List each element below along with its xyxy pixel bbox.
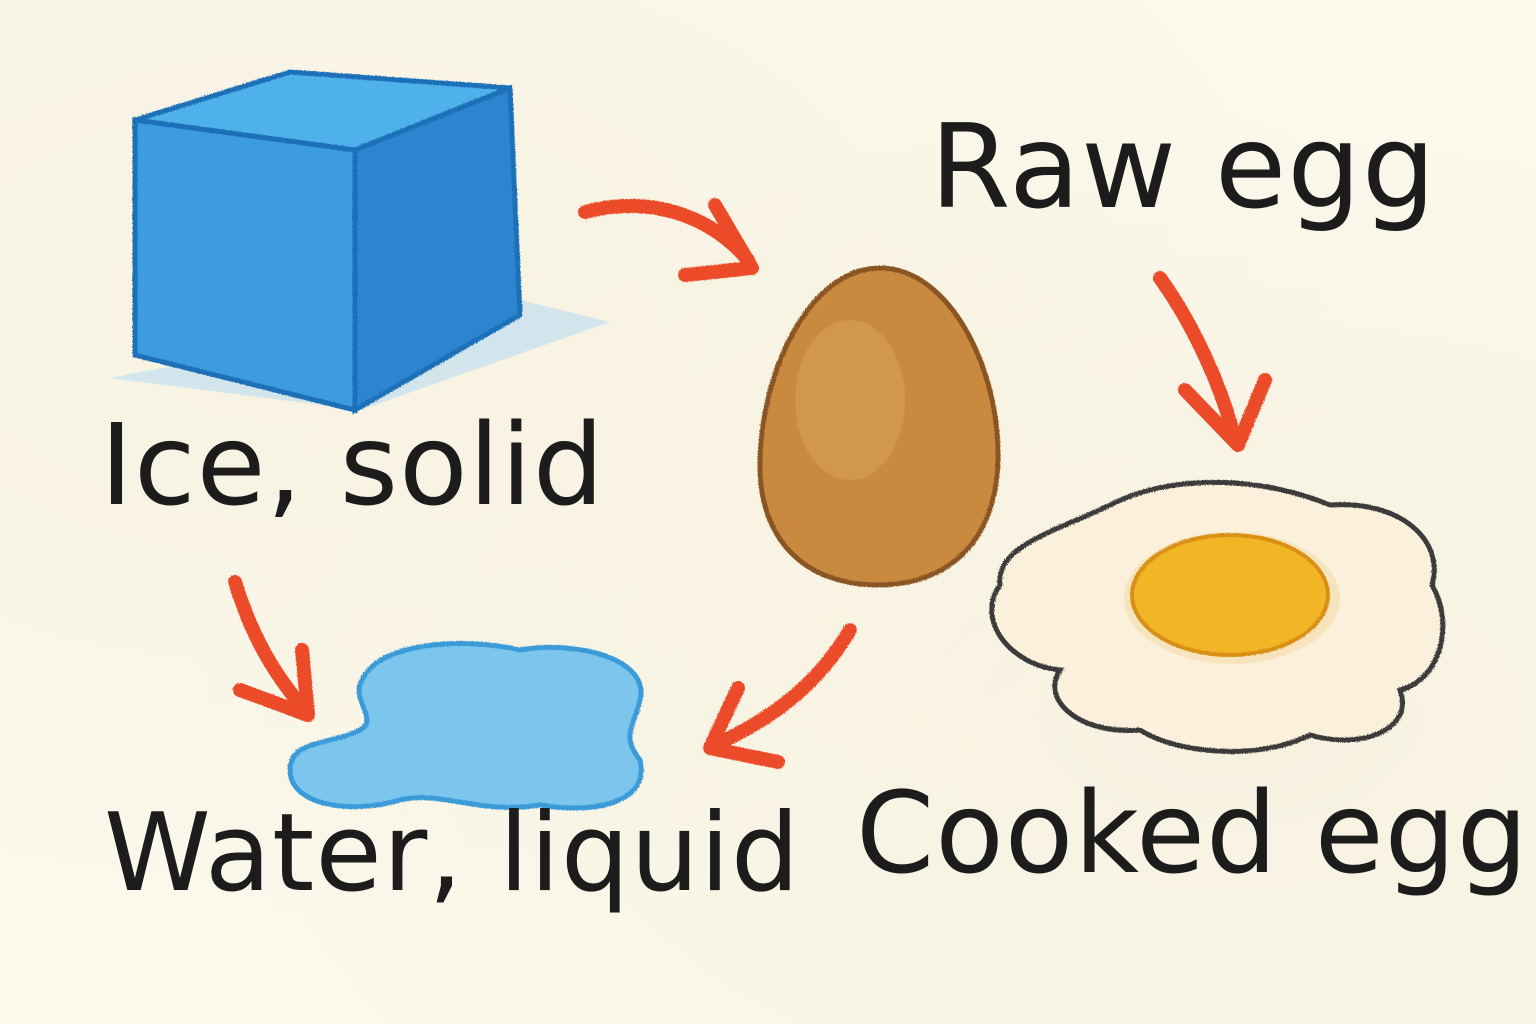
arrow-ice-to-water [228, 575, 315, 722]
arrow-raw-egg-to-cooked-egg [1153, 271, 1272, 452]
fried-egg-icon [989, 479, 1446, 754]
ice-solid-label: Ice, solid [100, 401, 605, 531]
arrow-ice-to-raw-egg [578, 198, 759, 282]
raw-egg-icon [757, 265, 1001, 588]
ice-cube-icon [110, 69, 610, 415]
raw-egg-label: Raw egg [930, 100, 1437, 235]
arrow-raw-egg-to-water [703, 623, 857, 769]
cooked-egg-label: Cooked egg [856, 769, 1529, 899]
water-liquid-label: Water, liquid [104, 791, 801, 916]
water-puddle-icon [287, 641, 644, 811]
